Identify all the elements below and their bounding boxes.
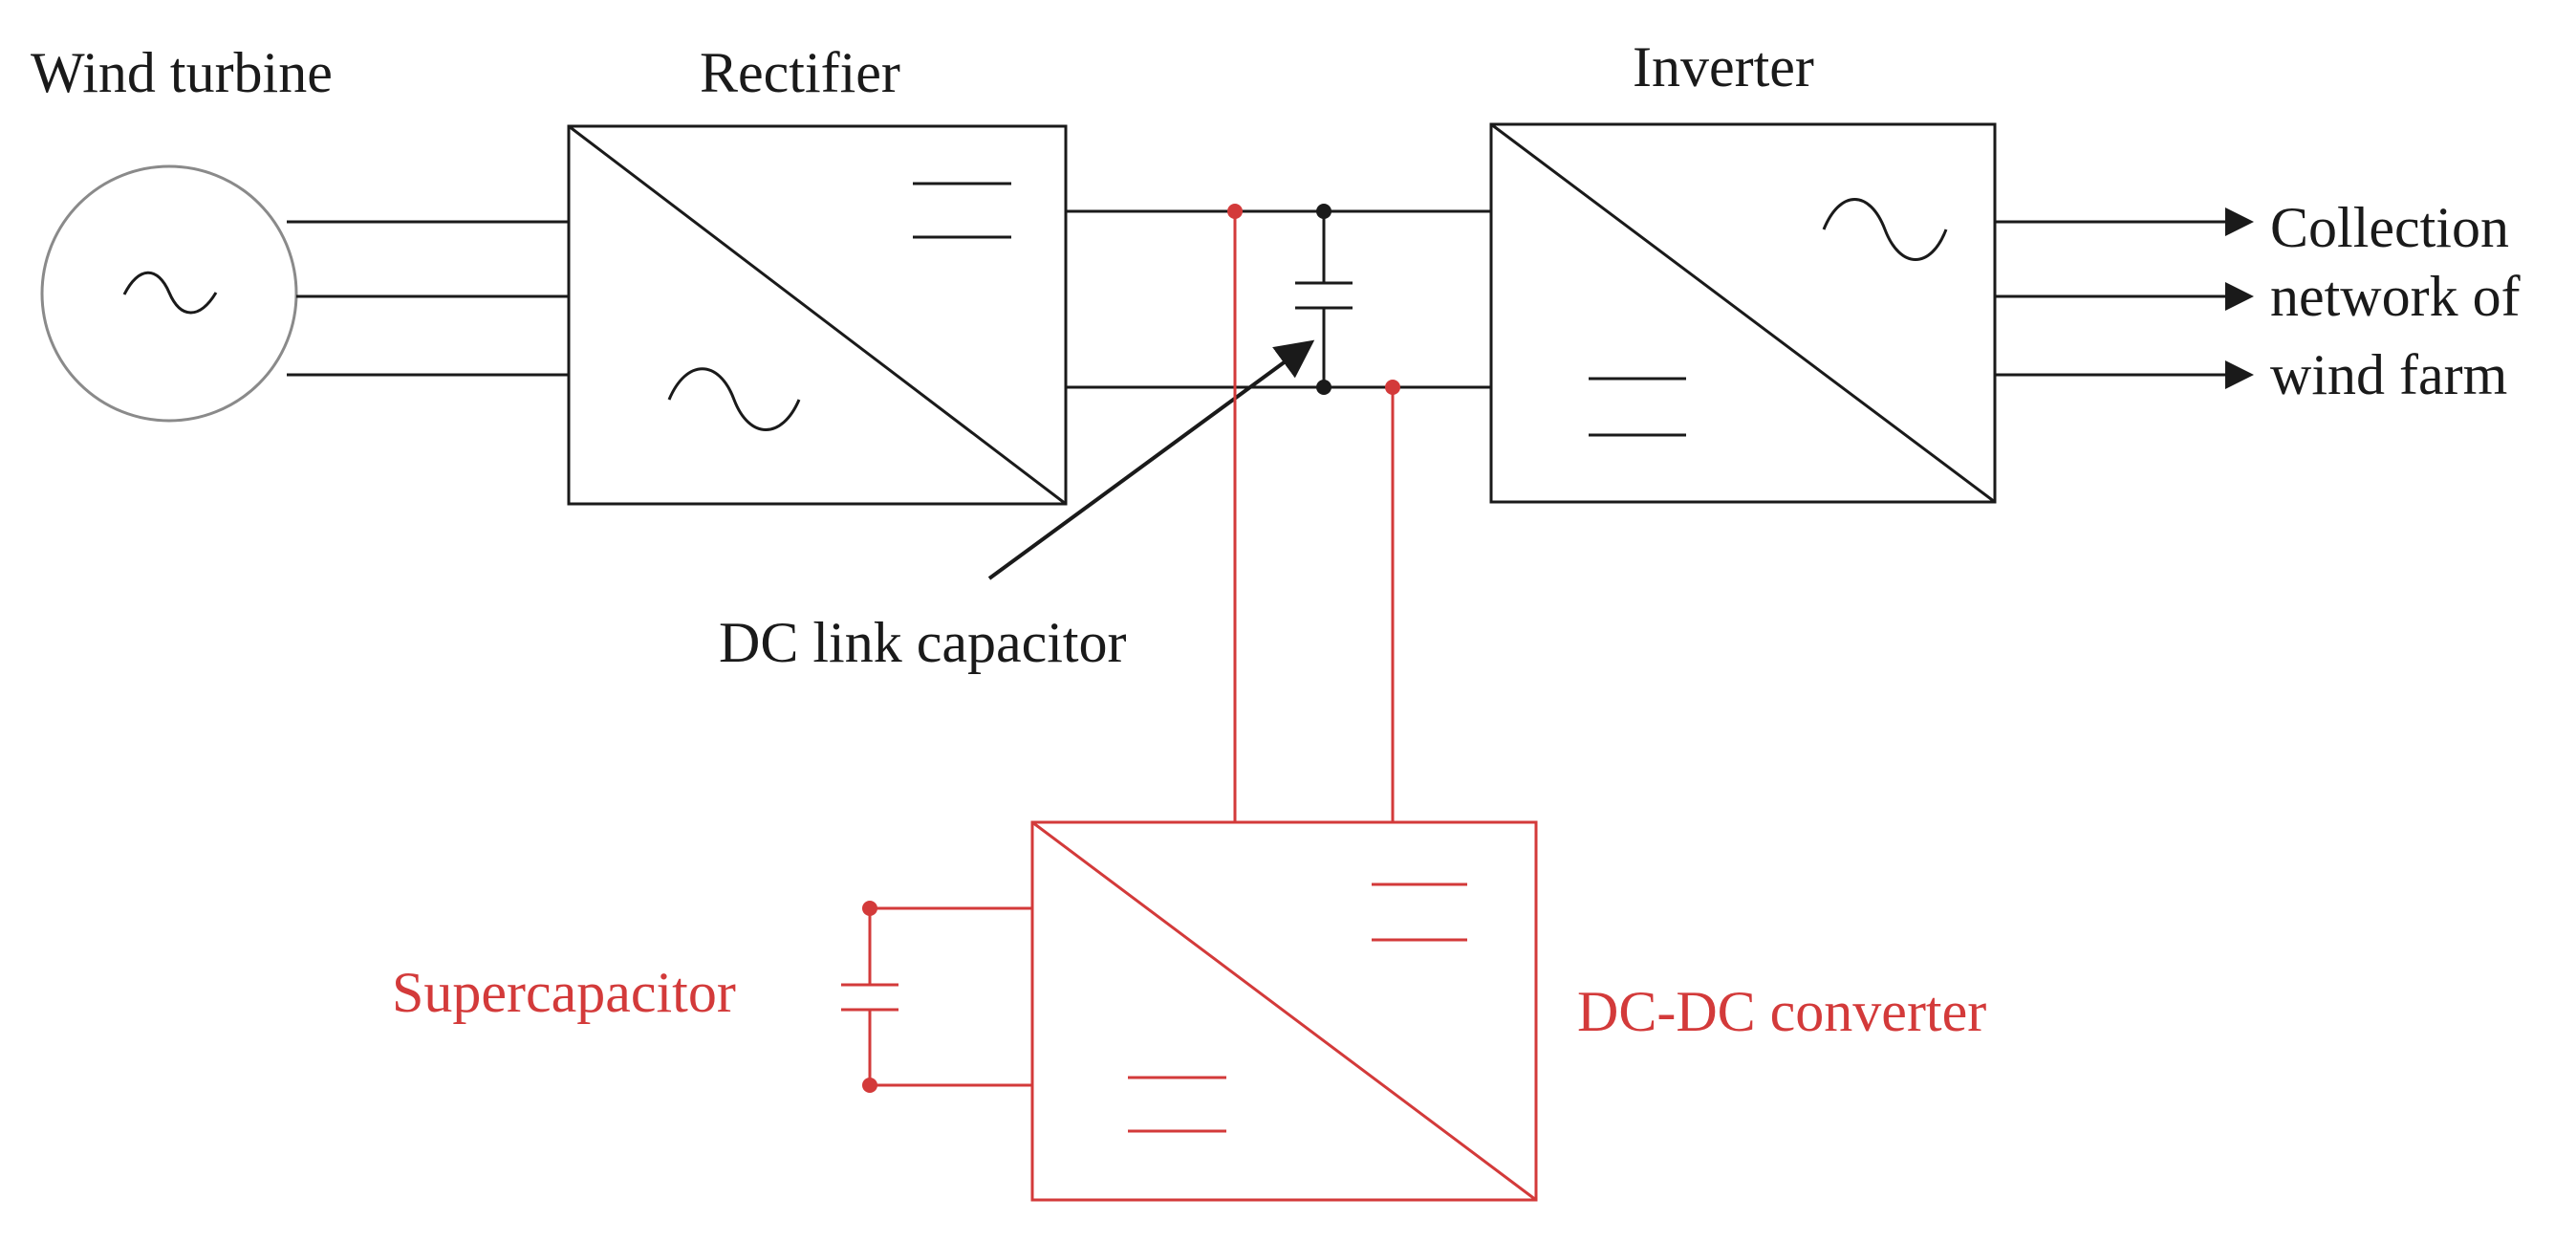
dc-link-pointer-arrow <box>987 339 1315 580</box>
ac-sine-icon <box>122 271 218 315</box>
dcdc-converter-label: DC-DC converter <box>1577 980 1986 1043</box>
collection-network-label-2: network of <box>2270 265 2521 328</box>
inverter-block <box>1489 122 1997 504</box>
generator-to-rectifier-lines <box>287 220 569 377</box>
junction-dot <box>1316 204 1331 219</box>
wind-turbine-label: Wind turbine <box>31 41 333 104</box>
supercapacitor <box>841 901 1032 1093</box>
junction-dot <box>862 901 877 916</box>
inverter-box <box>1489 122 1997 504</box>
dcdc-diagonal <box>1031 820 1537 1202</box>
junction-dot <box>1227 204 1243 219</box>
dcdc-converter-box <box>1030 820 1538 1202</box>
ac-sine-icon <box>1822 198 1948 261</box>
rectifier-block <box>567 124 1068 506</box>
wind-turbine-generator <box>40 164 298 423</box>
rectifier-diagonal <box>568 124 1067 506</box>
dc-link-capacitor-label: DC link capacitor <box>719 611 1127 674</box>
junction-dot <box>1316 380 1331 395</box>
inverter-label: Inverter <box>1633 35 1814 98</box>
dc-link-capacitor <box>1295 204 1353 395</box>
junction-dot <box>1385 380 1400 395</box>
dcdc-branch-wires <box>1227 204 1400 822</box>
inverter-diagonal <box>1490 122 1996 504</box>
generator-circle <box>40 164 298 423</box>
collection-network-label-3: wind farm <box>2270 343 2507 406</box>
dc-bus <box>1066 209 1491 389</box>
ac-sine-icon <box>667 367 801 431</box>
junction-dot <box>862 1078 877 1093</box>
dcdc-converter-block <box>1030 820 1538 1202</box>
output-lines <box>1995 207 2254 389</box>
collection-network-label-1: Collection <box>2270 196 2509 259</box>
supercapacitor-label: Supercapacitor <box>392 961 736 1024</box>
rectifier-label: Rectifier <box>700 41 900 104</box>
rectifier-box <box>567 124 1068 506</box>
